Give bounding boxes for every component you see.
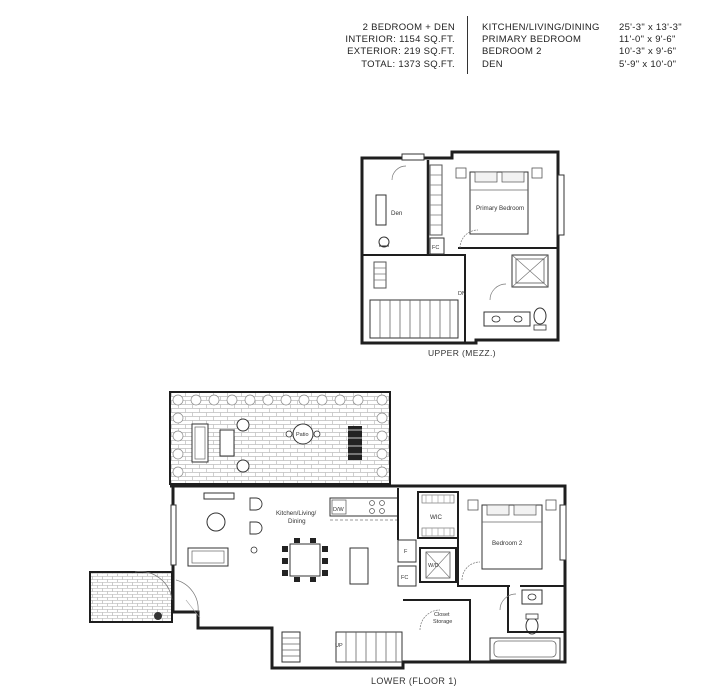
total-area: TOTAL: 1373 SQ.FT. [361, 58, 455, 70]
exterior-area: EXTERIOR: 219 SQ.FT. [347, 46, 455, 58]
room-size: 5'-9" x 10'-0" [619, 58, 677, 70]
dw-label: D/W [333, 507, 345, 513]
interior-area: INTERIOR: 1154 SQ.FT. [345, 34, 455, 46]
upper-stair-label: DN [458, 291, 466, 297]
room-row: KITCHEN/LIVING/DINING 25'-3" x 13'-3" [482, 22, 682, 34]
lower-caption: LOWER (FLOOR 1) [371, 676, 458, 686]
lower-stair-label: UP [335, 643, 343, 649]
wd-label: W/D [428, 563, 439, 569]
fridge-label: F [404, 549, 408, 555]
room-size: 10'-3" x 9'-6" [619, 46, 677, 58]
room-dimensions: KITCHEN/LIVING/DINING 25'-3" x 13'-3" PR… [482, 22, 682, 71]
room-name: BEDROOM 2 [482, 46, 542, 58]
room-size: 11'-0" x 9'-6" [619, 34, 676, 46]
room-row: PRIMARY BEDROOM 11'-0" x 9'-6" [482, 34, 682, 46]
kitchen-label-1: Kitchen/Living/ [276, 510, 317, 517]
kitchen-label-2: Dining [288, 518, 306, 525]
closet-label-2: Storage [433, 619, 452, 625]
upper-fc-label: FC [432, 245, 439, 251]
upper-caption: UPPER (MEZZ.) [428, 348, 496, 358]
room-name: PRIMARY BEDROOM [482, 34, 582, 46]
lower-fc-label: FC [401, 575, 408, 581]
den-label: Den [391, 210, 403, 217]
unit-type: 2 BEDROOM + DEN [362, 22, 455, 33]
upper-floor-plan: FC Primary Bedroom Den DN [360, 150, 565, 345]
room-name: DEN [482, 58, 503, 70]
header-divider [467, 16, 468, 74]
wic-label: WIC [430, 514, 443, 521]
lower-floor-plan: Patio D/W F FC WIC [89, 391, 567, 670]
bedroom2-label: Bedroom 2 [492, 540, 523, 547]
closet-label-1: Closet [434, 612, 450, 618]
primary-bedroom-label: Primary Bedroom [476, 205, 524, 212]
room-row: DEN 5'-9" x 10'-0" [482, 59, 682, 71]
room-row: BEDROOM 2 10'-3" x 9'-6" [482, 46, 682, 58]
patio-label: Patio [296, 432, 309, 438]
room-size: 25'-3" x 13'-3" [619, 22, 682, 33]
unit-summary: 2 BEDROOM + DEN INTERIOR: 1154 SQ.FT. EX… [300, 22, 455, 71]
room-name: KITCHEN/LIVING/DINING [482, 22, 600, 33]
